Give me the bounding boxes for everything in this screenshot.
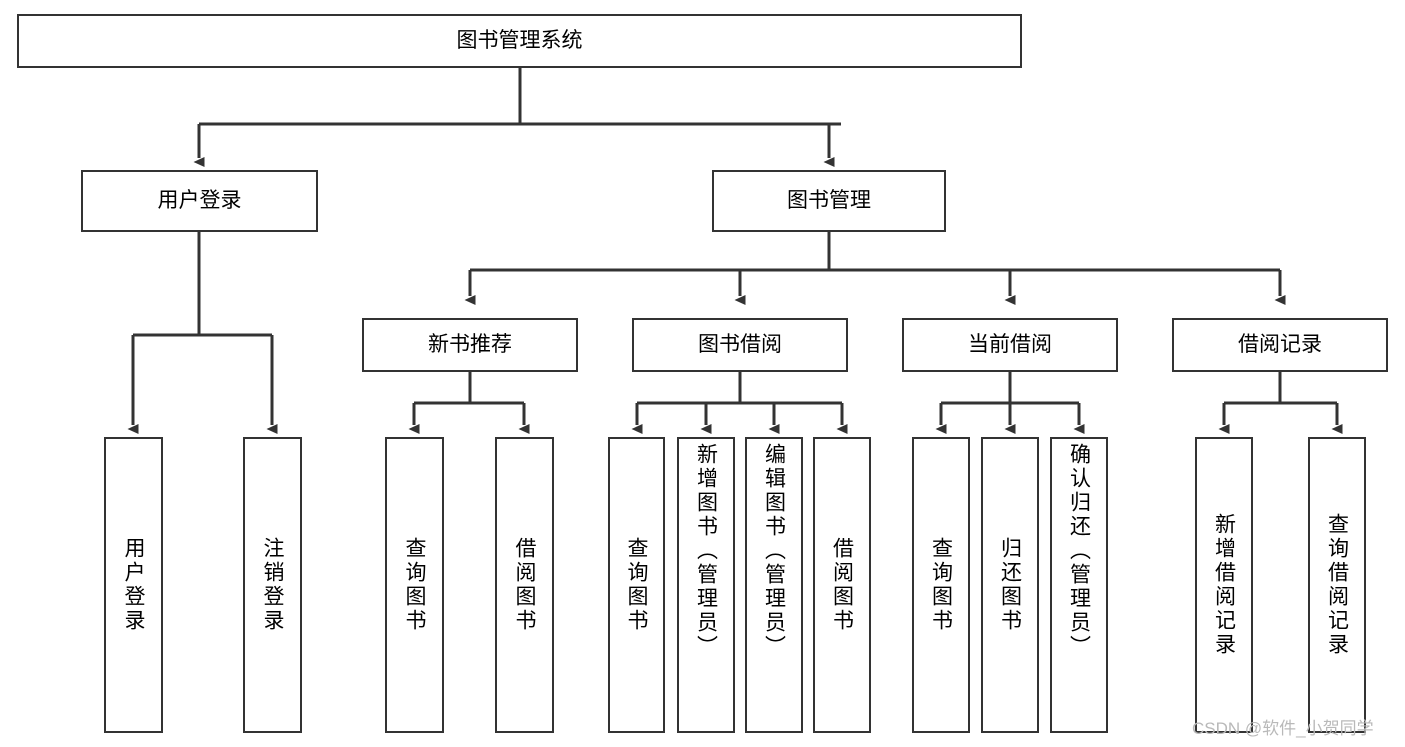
node-book-borrow[interactable]: 图书借阅 — [632, 318, 848, 372]
csdn-watermark: CSDN @软件_小贺同学 — [1192, 719, 1374, 738]
node-user-login[interactable]: 用户登录 — [81, 170, 318, 232]
leaf-query-record-label: 查询借阅记录 — [1325, 513, 1349, 657]
node-borrow-record-label: 借阅记录 — [1238, 332, 1322, 356]
leaf-query-book-1-label: 查询图书 — [403, 537, 426, 633]
node-current-borrow[interactable]: 当前借阅 — [902, 318, 1118, 372]
leaf-add-book[interactable]: 新增图书（管理员） — [677, 437, 735, 733]
leaf-user-login-label: 用户登录 — [122, 537, 145, 633]
node-borrow-record[interactable]: 借阅记录 — [1172, 318, 1388, 372]
leaf-confirm-return-label: 确认归还（管理员） — [1067, 443, 1091, 659]
leaf-query-book-1[interactable]: 查询图书 — [385, 437, 444, 733]
node-book-borrow-label: 图书借阅 — [698, 332, 782, 356]
leaf-return-book-label: 归还图书 — [998, 537, 1022, 633]
leaf-logout-label: 注销登录 — [261, 537, 284, 633]
node-user-login-label: 用户登录 — [157, 188, 242, 212]
leaf-query-book-3-label: 查询图书 — [929, 537, 953, 633]
leaf-borrow-book-2[interactable]: 借阅图书 — [813, 437, 871, 733]
node-root[interactable]: 图书管理系统 — [17, 14, 1022, 68]
leaf-add-book-label: 新增图书（管理员） — [694, 443, 718, 659]
node-new-book-recommend[interactable]: 新书推荐 — [362, 318, 578, 372]
leaf-query-book-2-label: 查询图书 — [625, 537, 648, 633]
leaf-borrow-book-2-label: 借阅图书 — [830, 537, 854, 633]
leaf-confirm-return[interactable]: 确认归还（管理员） — [1050, 437, 1108, 733]
leaf-borrow-book-1-label: 借阅图书 — [513, 537, 536, 633]
leaf-add-record-label: 新增借阅记录 — [1212, 513, 1236, 657]
leaf-edit-book[interactable]: 编辑图书（管理员） — [745, 437, 803, 733]
node-book-manage[interactable]: 图书管理 — [712, 170, 946, 232]
leaf-query-book-2[interactable]: 查询图书 — [608, 437, 665, 733]
node-new-book-recommend-label: 新书推荐 — [428, 332, 512, 356]
node-current-borrow-label: 当前借阅 — [968, 332, 1052, 356]
leaf-query-record[interactable]: 查询借阅记录 — [1308, 437, 1366, 733]
leaf-edit-book-label: 编辑图书（管理员） — [762, 443, 786, 659]
leaf-add-record[interactable]: 新增借阅记录 — [1195, 437, 1253, 733]
node-root-label: 图书管理系统 — [456, 28, 583, 52]
leaf-logout[interactable]: 注销登录 — [243, 437, 302, 733]
leaf-query-book-3[interactable]: 查询图书 — [912, 437, 970, 733]
leaf-borrow-book-1[interactable]: 借阅图书 — [495, 437, 554, 733]
leaf-user-login[interactable]: 用户登录 — [104, 437, 163, 733]
leaf-return-book[interactable]: 归还图书 — [981, 437, 1039, 733]
node-book-manage-label: 图书管理 — [787, 188, 871, 212]
